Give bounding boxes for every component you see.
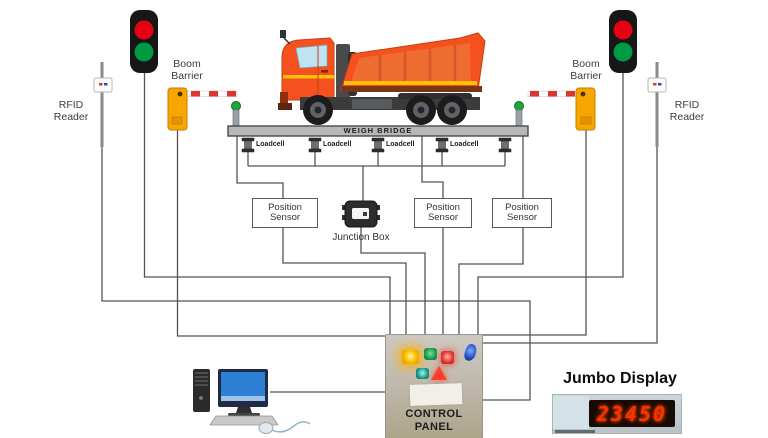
control-panel-label: CONTROL PANEL (405, 408, 463, 433)
wiring (101, 73, 658, 401)
loadcell-label: Loadcell (386, 141, 415, 148)
loadcell-icons (241, 137, 512, 153)
truck-wheel (303, 95, 333, 125)
rfid-reader-left-label: RFID Reader (53, 99, 89, 123)
loadcell-label: Loadcell (450, 141, 479, 148)
loadcell-icon (308, 137, 322, 153)
jumbo-display-base (555, 430, 595, 433)
wire-possensor-left-out (282, 226, 407, 335)
weigh-bridge-label: WEIGH BRIDGE (343, 126, 413, 135)
loadcell-icon (371, 137, 385, 153)
loadcell-icon (435, 137, 449, 153)
weigh-bridge-icon (227, 101, 529, 137)
control-panel: CONTROL PANEL (385, 334, 483, 438)
traffic-light-right-icon (609, 10, 637, 73)
junction-box-icon (342, 200, 380, 228)
position-sensor-mid: Position Sensor (414, 198, 472, 228)
loadcell-icon (498, 137, 512, 153)
wire-boom-left (176, 130, 385, 337)
boom-barrier-left-label: Boom Barrier (171, 58, 203, 82)
jumbo-display-side-panel (553, 396, 589, 429)
wire-possensor-right-out (458, 226, 524, 335)
loadcell-label: Loadcell (256, 141, 285, 148)
red-triangle-indicator-light (431, 366, 447, 380)
wire-rfid-left (101, 147, 531, 401)
wire-bridge-possensor-left (236, 136, 284, 198)
boom-barrier-right-label: Boom Barrier (570, 58, 602, 82)
wire-boom-right (481, 130, 587, 336)
wire-traffic-left (143, 73, 391, 335)
rfid-reader-right-label: RFID Reader (669, 99, 705, 123)
boom-barrier-left-icon (167, 87, 238, 131)
traffic-light-left-icon (130, 10, 158, 73)
blue-lamp (462, 342, 479, 363)
truck-wheel (406, 95, 436, 125)
green-indicator-light (424, 348, 437, 360)
panel-sticker (409, 383, 463, 406)
position-sensor-left: Position Sensor (252, 198, 318, 228)
computer-icon (193, 369, 311, 434)
wire-loadcell-bus (247, 152, 506, 201)
jumbo-display-title: Jumbo Display (563, 370, 677, 387)
rfid-reader-right-icon (647, 62, 667, 147)
wire-traffic-right (477, 73, 624, 335)
rfid-reader-left-icon (93, 62, 113, 147)
loadcell-icon (241, 137, 255, 153)
loadcell-label: Loadcell (323, 141, 352, 148)
teal-indicator-light (416, 368, 429, 379)
jumbo-display: 23450 (552, 394, 682, 434)
boom-barrier-right-icon (527, 87, 596, 131)
wire-junctionbox-out (360, 227, 426, 335)
jumbo-display-screen: 23450 (589, 400, 675, 427)
wire-bridge-possensor-mid (421, 136, 444, 198)
truck-wheel (437, 95, 467, 125)
amber-indicator-light (402, 350, 419, 364)
jumbo-display-value: 23450 (596, 401, 668, 426)
red-indicator-light (441, 351, 454, 364)
wire-rfid-right (481, 147, 658, 344)
position-sensor-right: Position Sensor (492, 198, 552, 228)
truck-icon (278, 30, 486, 125)
junction-box-label: Junction Box (332, 232, 390, 243)
